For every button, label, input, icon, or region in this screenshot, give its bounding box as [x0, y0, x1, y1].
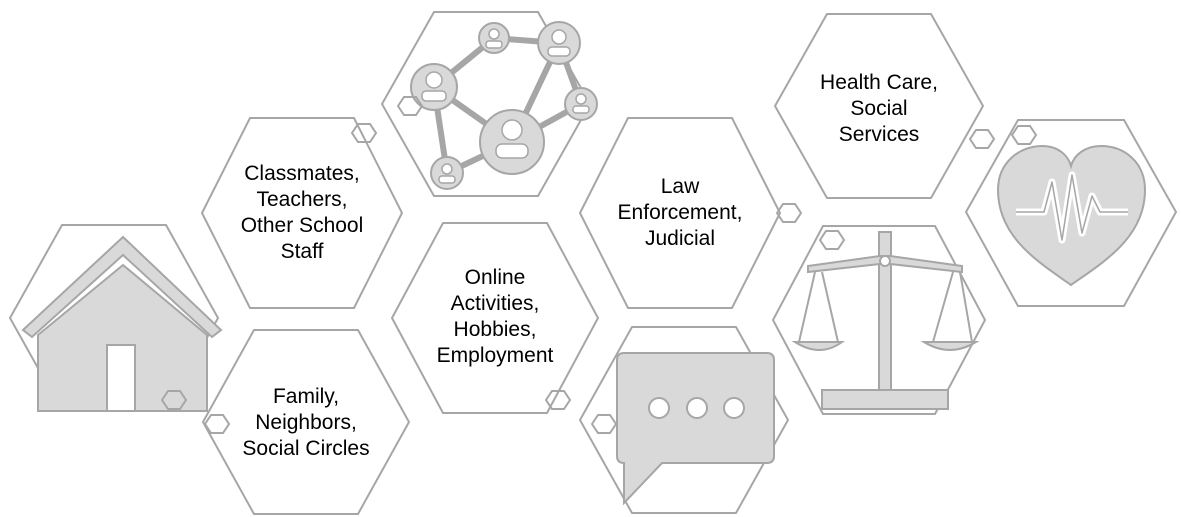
- small-hex-icon: [396, 96, 424, 116]
- house-icon: [21, 235, 223, 412]
- small-hex-icon: [203, 414, 231, 434]
- hexagon-family: [201, 329, 411, 515]
- small-hex-icon: [350, 123, 378, 143]
- label-health: Health Care, Social Services: [820, 71, 938, 146]
- chat-bubble-icon: [616, 352, 775, 506]
- hexagon-health: [773, 13, 996, 199]
- label-school: Classmates, Teachers, Other School Staff: [240, 162, 364, 263]
- small-hex-icon: [1010, 125, 1038, 145]
- label-law: Law Enforcement, Judicial: [617, 175, 743, 250]
- hexagon-school: [200, 117, 404, 309]
- heart-pulse-icon: [996, 144, 1147, 287]
- small-hex-icon: [544, 390, 572, 410]
- small-hex-icon: [590, 414, 618, 434]
- hexagon-home: [8, 224, 223, 412]
- hexagon-justice: [771, 225, 987, 415]
- small-hex-icon: [968, 129, 996, 149]
- hexagon-network: [380, 11, 598, 197]
- label-family: Family, Neighbors, Social Circles: [242, 385, 370, 460]
- hexagon-heart: [964, 119, 1178, 307]
- small-hex-icon: [160, 390, 188, 410]
- hexagon-law: [578, 117, 803, 309]
- scales-of-justice-icon: [791, 231, 980, 410]
- hexagon-chat: [578, 326, 790, 514]
- label-online: Online Activities, Hobbies, Employment: [436, 266, 554, 367]
- social-network-icon: [410, 21, 598, 190]
- small-hex-icon: [818, 230, 846, 250]
- hexagon-online: [390, 222, 600, 414]
- small-hex-icon: [775, 203, 803, 223]
